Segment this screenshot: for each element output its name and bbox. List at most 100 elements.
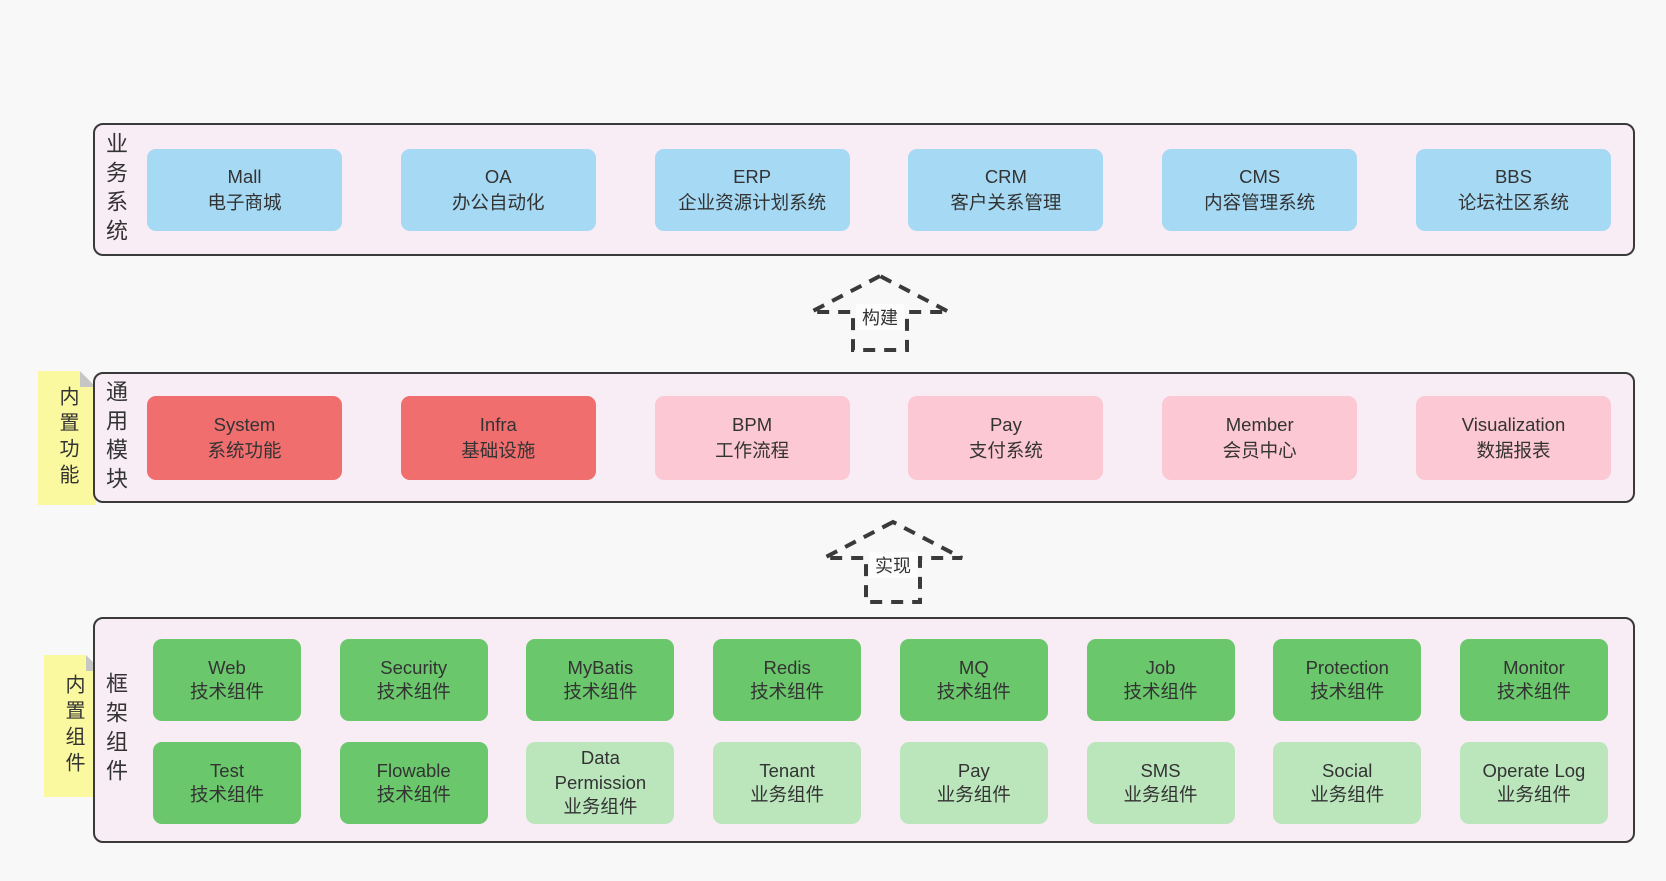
box-subtitle: 业务组件 xyxy=(1496,784,1571,805)
box-title: MyBatis xyxy=(567,656,634,678)
box-title: Job xyxy=(1145,656,1176,678)
box-subtitle: 系统功能 xyxy=(207,439,282,461)
box-title: BBS xyxy=(1494,165,1532,187)
box-subtitle: 电子商城 xyxy=(207,191,282,213)
box-title: Web xyxy=(208,656,246,678)
box-subtitle: 客户关系管理 xyxy=(950,191,1062,213)
diagram-box-visualization: Visualization 数据报表 xyxy=(1415,395,1611,480)
box-subtitle: 技术组件 xyxy=(563,681,638,702)
box-subtitle: 技术组件 xyxy=(189,784,264,805)
box-title: CRM xyxy=(984,165,1027,187)
band-common-label: 通用模块 xyxy=(103,379,128,496)
sticky-note-label: 内置组件 xyxy=(62,674,84,778)
box-title: Operate Log xyxy=(1482,759,1586,781)
box-subtitle: 技术组件 xyxy=(1123,681,1198,702)
box-subtitle: 工作流程 xyxy=(715,439,790,461)
box-title: Infra xyxy=(479,413,517,435)
diagram-box-security: Security 技术组件 xyxy=(339,639,488,721)
dashed-up-arrow-icon: 构建 xyxy=(810,273,950,352)
box-title: Pay xyxy=(957,759,990,781)
box-title: CMS xyxy=(1239,165,1281,187)
diagram-box-bpm: BPM 工作流程 xyxy=(654,395,850,480)
box-title: Security xyxy=(380,656,448,678)
sticky-note-built-in-features: 内置功能 xyxy=(38,371,96,505)
box-title: Test xyxy=(210,759,244,781)
box-title: Visualization xyxy=(1461,413,1566,435)
diagram-box-oa: OA 办公自动化 xyxy=(400,148,596,231)
diagram-box-monitor: Monitor 技术组件 xyxy=(1459,639,1608,721)
band-business-label: 业务系统 xyxy=(103,131,128,248)
diagram-box-mall: Mall 电子商城 xyxy=(147,148,342,231)
diagram-box-job: Job 技术组件 xyxy=(1086,639,1235,721)
box-subtitle: 技术组件 xyxy=(936,681,1011,702)
box-title: Monitor xyxy=(1503,656,1565,678)
box-title: SMS xyxy=(1140,759,1181,781)
box-title: Mall xyxy=(227,165,262,187)
box-subtitle: 业务组件 xyxy=(1123,784,1198,805)
diagram-box-infra: Infra 基础设施 xyxy=(400,395,596,480)
dashed-up-arrow-icon: 实现 xyxy=(823,519,963,604)
diagram-box-erp: ERP 企业资源计划系统 xyxy=(654,148,850,231)
diagram-box-crm: CRM 客户关系管理 xyxy=(908,148,1104,231)
box-subtitle: 论坛社区系统 xyxy=(1457,191,1569,213)
sticky-note-label: 内置功能 xyxy=(56,386,78,490)
business-systems-boxes: Mall 电子商城 OA 办公自动化 ERP 企业资源计划系统 CRM 客户关系管理 CMS 内容… xyxy=(147,148,1611,231)
box-subtitle: 业务组件 xyxy=(1310,784,1385,805)
box-title: Flowable xyxy=(376,759,451,781)
box-title: ERP xyxy=(733,165,772,187)
box-subtitle: 办公自动化 xyxy=(452,191,545,213)
diagram-box-flowable: Flowable 技术组件 xyxy=(339,742,488,824)
box-title: Member xyxy=(1225,413,1294,435)
diagram-box-social: Social 业务组件 xyxy=(1273,742,1422,824)
box-subtitle: 企业资源计划系统 xyxy=(678,191,827,213)
diagram-box-test: Test 技术组件 xyxy=(153,742,301,824)
box-title: Tenant xyxy=(759,759,815,781)
diagram-box-member: Member 会员中心 xyxy=(1162,395,1358,480)
framework-components-row-2: Test 技术组件 Flowable 技术组件 Data Permission 业务组件 T… xyxy=(153,742,1608,824)
diagram-box-pay: Pay 支付系统 xyxy=(908,395,1104,480)
diagram-box-sms: SMS 业务组件 xyxy=(1086,742,1235,824)
box-subtitle: 数据报表 xyxy=(1476,439,1551,461)
box-subtitle: 技术组件 xyxy=(189,681,264,702)
diagram-box-bbs: BBS 论坛社区系统 xyxy=(1415,148,1611,231)
diagram-box-operate-log: Operate Log 业务组件 xyxy=(1459,742,1608,824)
box-title: Social xyxy=(1322,759,1373,781)
implement-arrow-label: 实现 xyxy=(875,556,911,576)
box-subtitle: 基础设施 xyxy=(461,439,536,461)
box-title: Protection xyxy=(1305,656,1389,678)
box-subtitle: 技术组件 xyxy=(376,681,451,702)
box-title: OA xyxy=(484,165,512,187)
implement-arrow: 实现 xyxy=(818,516,968,606)
box-subtitle: 技术组件 xyxy=(1310,681,1385,702)
box-subtitle: 技术组件 xyxy=(750,681,825,702)
box-subtitle: 业务组件 xyxy=(563,796,638,818)
diagram-box-web: Web 技术组件 xyxy=(153,639,301,721)
box-title: Pay xyxy=(989,413,1022,435)
box-subtitle: 技术组件 xyxy=(376,784,451,805)
box-subtitle: 业务组件 xyxy=(936,784,1011,805)
build-arrow: 构建 xyxy=(805,270,955,354)
diagram-box-data-permission: Data Permission 业务组件 xyxy=(526,742,675,824)
box-subtitle: 会员中心 xyxy=(1222,439,1297,461)
build-arrow-label: 构建 xyxy=(862,308,898,328)
band-framework-label: 框架组件 xyxy=(103,672,128,788)
diagram-box-cms: CMS 内容管理系统 xyxy=(1162,148,1358,231)
diagram-box-protection: Protection 技术组件 xyxy=(1273,639,1422,721)
box-title: Data Permission xyxy=(554,747,647,793)
sticky-note-built-in-components: 内置组件 xyxy=(44,655,102,797)
diagram-box-mybatis: MyBatis 技术组件 xyxy=(526,639,675,721)
box-subtitle: 内容管理系统 xyxy=(1204,191,1316,213)
box-subtitle: 支付系统 xyxy=(968,439,1043,461)
box-title: Redis xyxy=(763,656,811,678)
diagram-box-pay: Pay 业务组件 xyxy=(899,742,1048,824)
box-subtitle: 技术组件 xyxy=(1496,681,1571,702)
box-title: BPM xyxy=(732,413,773,435)
diagram-box-redis: Redis 技术组件 xyxy=(713,639,862,721)
